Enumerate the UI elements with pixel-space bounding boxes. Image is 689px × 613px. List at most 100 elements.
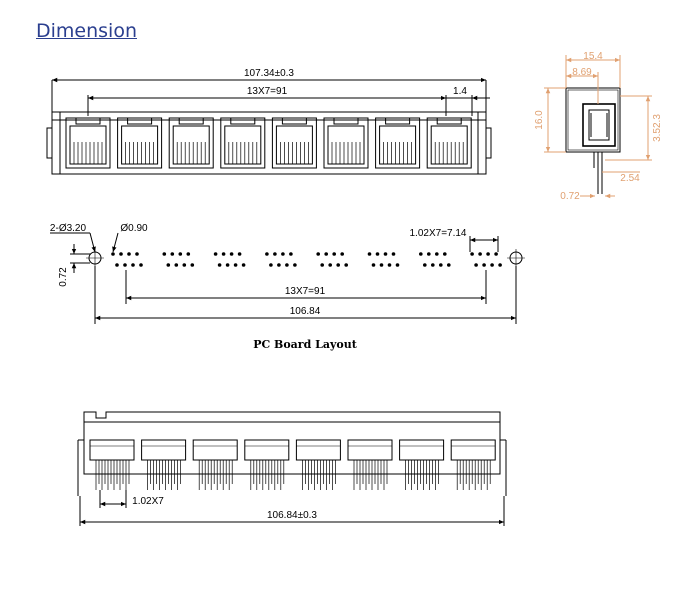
pin-hole bbox=[213, 252, 218, 256]
pin-hole bbox=[233, 263, 238, 267]
pin-hole bbox=[344, 263, 349, 267]
dim-side-lead-length: 3.52.3 bbox=[652, 114, 663, 142]
front-port bbox=[168, 117, 214, 169]
pcb-layout bbox=[50, 232, 525, 324]
page-title: Dimension bbox=[36, 20, 137, 42]
dim-side-height: 16.0 bbox=[534, 110, 545, 130]
pin-hole bbox=[320, 263, 325, 267]
dim-bottom-pin-pitch: 1.02X7 bbox=[132, 496, 164, 507]
pin-hole bbox=[490, 263, 494, 267]
pin-hole bbox=[427, 252, 431, 256]
pin-hole bbox=[115, 263, 119, 267]
dim-hole-spacing: 106.84 bbox=[290, 306, 321, 317]
bottom-port bbox=[450, 439, 496, 490]
pin-hole bbox=[281, 252, 285, 256]
pcb-pin-group bbox=[162, 252, 195, 267]
bottom-port bbox=[347, 439, 393, 490]
dim-side-pin-offset: 0.72 bbox=[560, 191, 580, 202]
pin-hole bbox=[336, 263, 341, 267]
pin-hole bbox=[237, 252, 242, 256]
side-view bbox=[565, 87, 621, 194]
pin-hole bbox=[419, 252, 423, 256]
pin-hole bbox=[123, 263, 127, 267]
front-port bbox=[220, 117, 266, 169]
pin-hole bbox=[135, 252, 139, 256]
pin-hole bbox=[127, 252, 131, 256]
pin-hole bbox=[229, 252, 234, 256]
pcb-pin-group bbox=[470, 252, 502, 267]
pin-hole bbox=[139, 263, 143, 267]
pin-hole bbox=[111, 252, 115, 256]
bottom-port bbox=[399, 439, 445, 490]
bottom-port bbox=[89, 439, 135, 490]
pin-hole bbox=[375, 252, 380, 256]
pin-hole bbox=[371, 263, 376, 267]
pin-hole bbox=[269, 263, 273, 267]
front-dim-offset: 1.4 bbox=[446, 86, 490, 101]
pin-hole bbox=[367, 252, 372, 256]
pin-hole bbox=[241, 263, 246, 267]
front-dim-pitch: 13X7=91 bbox=[88, 86, 446, 101]
pin-hole bbox=[474, 263, 478, 267]
pcb-pin-group bbox=[213, 252, 246, 267]
bottom-port bbox=[244, 439, 290, 490]
dim-pin-hole: Ø0.90 bbox=[120, 223, 148, 234]
dim-pcb-port-pitch: 13X7=91 bbox=[285, 286, 326, 297]
pin-hole bbox=[439, 263, 443, 267]
pcb-pin-group bbox=[265, 252, 297, 267]
pin-hole bbox=[166, 263, 171, 267]
dim-bottom-overall-length: 106.84±0.3 bbox=[267, 510, 317, 521]
pin-hole bbox=[316, 252, 321, 256]
pin-hole bbox=[443, 252, 447, 256]
front-port bbox=[375, 117, 421, 169]
front-view bbox=[46, 80, 492, 175]
pin-hole bbox=[190, 263, 195, 267]
pin-hole bbox=[470, 252, 474, 256]
bottom-port bbox=[141, 439, 187, 490]
pcb-pin-group bbox=[316, 252, 349, 267]
pin-hole bbox=[170, 252, 175, 256]
front-port bbox=[271, 117, 317, 169]
pin-hole bbox=[435, 252, 439, 256]
pcb-pin-group bbox=[419, 252, 451, 267]
dim-pcb-pin-pitch: 1.02X7=7.14 bbox=[410, 228, 467, 239]
dim-port-pitch: 13X7=91 bbox=[247, 86, 288, 97]
dim-side-width: 15.4 bbox=[583, 51, 603, 62]
pcb-pin-group bbox=[111, 252, 143, 267]
pin-hole bbox=[486, 252, 490, 256]
dim-offset: 1.4 bbox=[453, 86, 467, 97]
dim-row-offset: 0.72 bbox=[58, 267, 69, 287]
pin-hole bbox=[478, 252, 482, 256]
front-port bbox=[65, 117, 111, 169]
pin-hole bbox=[379, 263, 384, 267]
pin-hole bbox=[277, 263, 281, 267]
pin-hole bbox=[265, 252, 269, 256]
dim-mounting-holes: 2-Ø3.20 bbox=[50, 223, 87, 234]
front-port bbox=[323, 117, 369, 169]
pin-hole bbox=[340, 252, 345, 256]
pin-hole bbox=[391, 252, 396, 256]
pin-hole bbox=[498, 263, 502, 267]
pin-hole bbox=[273, 252, 277, 256]
pin-hole bbox=[285, 263, 289, 267]
pin-hole bbox=[119, 252, 123, 256]
pin-hole bbox=[162, 252, 167, 256]
pin-hole bbox=[131, 263, 135, 267]
pin-hole bbox=[186, 252, 191, 256]
front-port bbox=[426, 117, 472, 169]
pin-hole bbox=[221, 252, 226, 256]
pin-hole bbox=[383, 252, 388, 256]
front-dim-overall: 107.34±0.3 bbox=[52, 68, 486, 83]
pin-hole bbox=[332, 252, 337, 256]
pin-hole bbox=[494, 252, 498, 256]
pin-hole bbox=[387, 263, 392, 267]
pin-hole bbox=[482, 263, 486, 267]
pin-hole bbox=[225, 263, 230, 267]
dim-side-inner-width: 8.69 bbox=[572, 67, 592, 78]
side-view-dims bbox=[544, 55, 652, 199]
pcb-pin-group bbox=[367, 252, 400, 267]
bottom-port bbox=[295, 439, 341, 490]
pin-hole bbox=[178, 252, 183, 256]
pin-hole bbox=[217, 263, 222, 267]
